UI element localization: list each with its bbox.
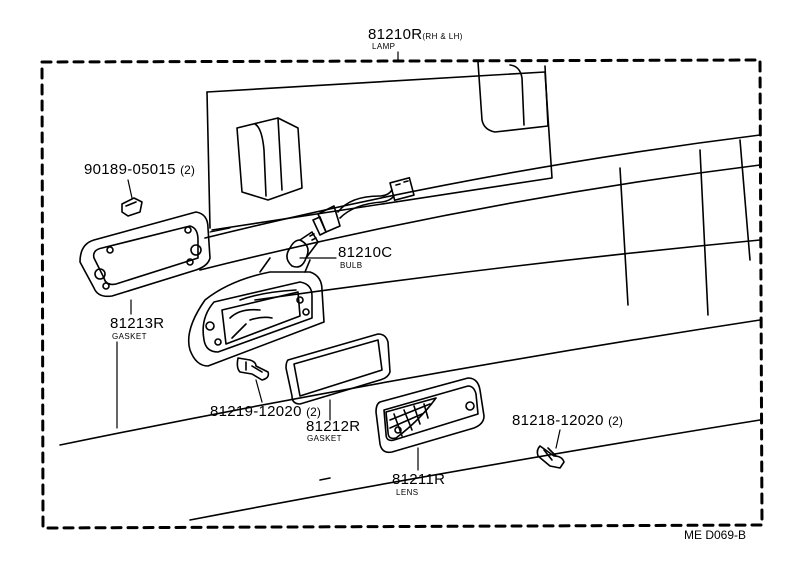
lens-gasket-part-number: 81212R bbox=[306, 418, 361, 435]
lens-gasket-name: GASKET bbox=[307, 434, 342, 443]
diagram-code: ME D069-B bbox=[684, 528, 747, 542]
screw-right-qty: (2) bbox=[608, 414, 623, 428]
clip bbox=[121, 179, 143, 217]
bulb bbox=[286, 231, 337, 268]
bulb-socket-wire bbox=[312, 176, 415, 236]
bulb-name: BULB bbox=[340, 261, 363, 270]
screw-left-label: 81219-12020 (2) bbox=[210, 404, 321, 420]
rear-gasket-part-number: 81213R bbox=[110, 315, 165, 332]
rear-gasket bbox=[79, 211, 231, 298]
screw-left-qty: (2) bbox=[306, 405, 321, 419]
lamp-housing bbox=[187, 257, 325, 367]
screw-left-part-number: 81219-12020 bbox=[210, 403, 302, 420]
lens bbox=[375, 377, 485, 471]
screw-right-part-number: 81218-12020 bbox=[512, 412, 604, 429]
leader-lines bbox=[116, 51, 399, 429]
clip-qty: (2) bbox=[180, 163, 195, 177]
bulb-part-number: 81210C bbox=[338, 244, 393, 261]
clip-label: 90189-05015 (2) bbox=[84, 162, 195, 178]
lamp-label: 81210R(RH & LH) bbox=[368, 27, 463, 43]
lamp-part-number: 81210R bbox=[368, 26, 423, 43]
rear-gasket-name: GASKET bbox=[112, 332, 147, 341]
screw-right-label: 81218-12020 (2) bbox=[512, 413, 623, 429]
lens-gasket bbox=[285, 333, 391, 421]
assembly-boundary bbox=[40, 58, 764, 530]
screw-left bbox=[236, 357, 270, 403]
lens-part-number: 81211R bbox=[392, 471, 446, 488]
lamp-part-suffix: (RH & LH) bbox=[422, 32, 463, 41]
clip-part-number: 90189-05015 bbox=[84, 161, 176, 178]
screw-right bbox=[536, 429, 565, 469]
body-panel bbox=[59, 61, 761, 521]
lamp-name: LAMP bbox=[372, 42, 396, 51]
reflector-block bbox=[236, 117, 303, 201]
lens-name: LENS bbox=[396, 488, 419, 497]
